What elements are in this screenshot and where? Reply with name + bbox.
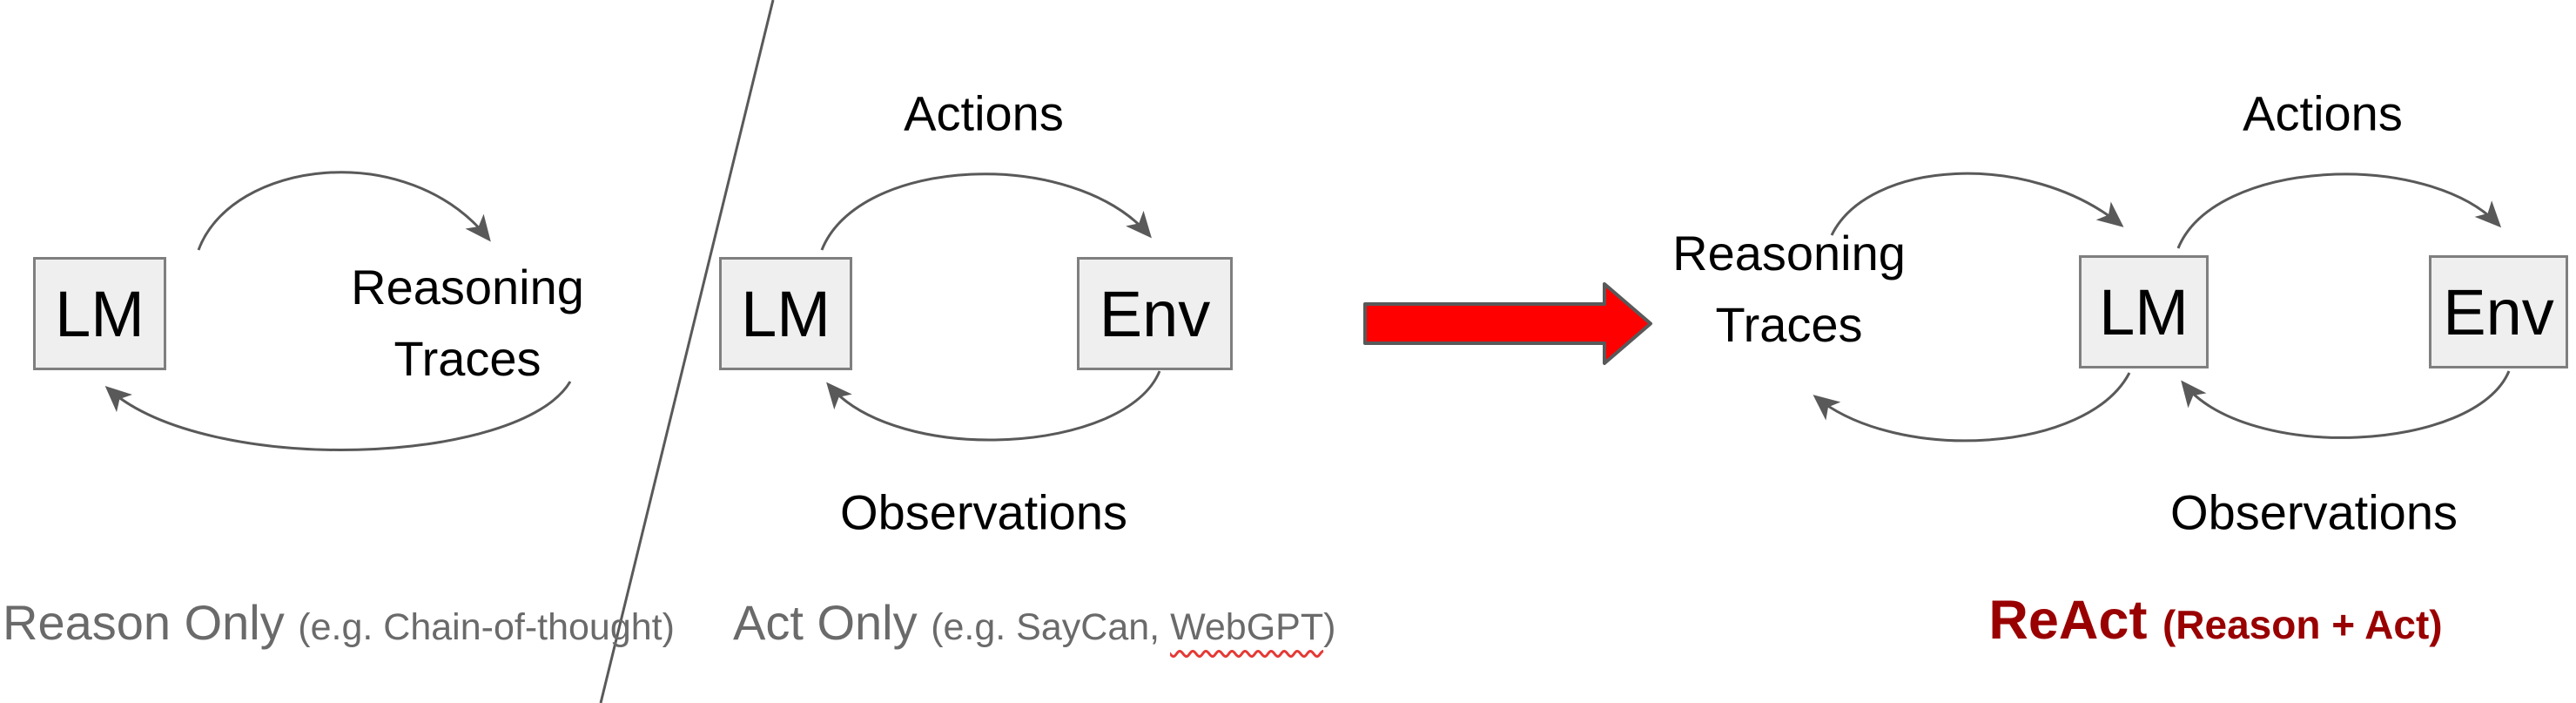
- act-only-note-suffix: ): [1323, 606, 1336, 648]
- reasoning-traces-label: Reasoning Traces: [351, 252, 584, 395]
- react-actions-arc-icon: [2176, 172, 2502, 249]
- reason-loop-top-arc-icon: [197, 171, 491, 251]
- react-reasoning-traces-label: Reasoning Traces: [1672, 218, 1906, 361]
- reason-only-lm-box: LM: [33, 257, 166, 370]
- reasoning-traces-line2: Traces: [393, 331, 541, 386]
- env-label: Env: [1099, 277, 1211, 350]
- env-label: Env: [2443, 275, 2554, 348]
- act-only-caption: Act Only (e.g. SayCan, WebGPT): [733, 594, 1335, 651]
- react-caption-title: ReAct: [1988, 590, 2148, 651]
- act-only-lm-box: LM: [719, 257, 852, 370]
- react-reason-bottom-arc-icon: [1813, 372, 2131, 443]
- react-actions-label: Actions: [2243, 85, 2403, 141]
- reasoning-traces-line1: Reasoning: [351, 260, 584, 314]
- react-reasoning-line2: Traces: [1715, 297, 1863, 352]
- reason-only-caption: Reason Only (e.g. Chain-of-thought): [3, 594, 675, 651]
- reason-loop-bottom-arc-icon: [104, 381, 572, 451]
- react-reason-top-arc-icon: [1830, 172, 2124, 236]
- actions-arc-icon: [820, 172, 1152, 251]
- react-lm-box: LM: [2079, 255, 2209, 368]
- observations-arc-icon: [826, 370, 1161, 442]
- lm-label: LM: [741, 277, 831, 350]
- react-observations-label: Observations: [2170, 484, 2458, 540]
- act-only-note-prefix: (e.g. SayCan,: [931, 606, 1171, 648]
- react-env-box: Env: [2429, 255, 2568, 368]
- react-observations-arc-icon: [2181, 370, 2511, 439]
- act-only-env-box: Env: [1077, 257, 1233, 370]
- react-reasoning-line1: Reasoning: [1672, 226, 1906, 281]
- actions-label: Actions: [904, 85, 1064, 141]
- act-only-note-webgpt: WebGPT: [1170, 606, 1324, 648]
- act-only-caption-note: (e.g. SayCan, WebGPT): [931, 606, 1335, 648]
- react-caption: ReAct (Reason + Act): [1988, 589, 2442, 652]
- react-caption-note: (Reason + Act): [2162, 602, 2443, 647]
- lm-label: LM: [55, 277, 145, 350]
- reason-only-caption-title: Reason Only: [3, 595, 285, 650]
- panel-separator-line: [599, 0, 775, 703]
- act-only-caption-title: Act Only: [733, 595, 918, 650]
- reason-only-caption-note: (e.g. Chain-of-thought): [298, 606, 675, 648]
- observations-label: Observations: [840, 484, 1127, 540]
- lm-label: LM: [2099, 275, 2189, 348]
- transform-arrow-icon: [1363, 282, 1652, 365]
